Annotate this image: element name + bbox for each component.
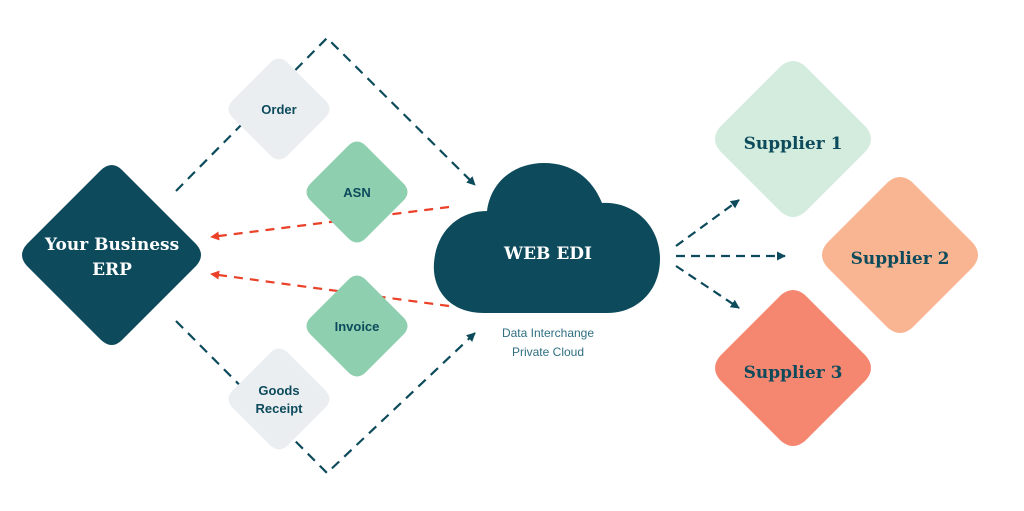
erp-node: Your Business ERP [22, 165, 201, 345]
erp-label-line2: ERP [92, 260, 132, 280]
supplier2-diamond [822, 177, 978, 333]
asn-flow-line [210, 205, 450, 241]
goods-receipt-diamond [228, 348, 330, 450]
cloud-shape [433, 163, 660, 313]
erp-diamond [22, 165, 201, 345]
supplier2-label: Supplier 2 [851, 249, 950, 269]
order-diamond [228, 58, 330, 160]
cloud-caption-line2: Private Cloud [512, 345, 584, 359]
goods-receipt-label-line1: Goods [258, 383, 299, 398]
asn-label: ASN [343, 185, 370, 200]
web-edi-cloud: WEB EDI [433, 163, 660, 313]
supplier2-node: Supplier 2 [822, 177, 978, 333]
cloud-title: WEB EDI [503, 244, 592, 264]
goods-receipt-label-line2: Receipt [256, 401, 304, 416]
supplier1-label: Supplier 1 [744, 134, 843, 154]
invoice-flow-line [210, 270, 450, 308]
supplier1-node: Supplier 1 [715, 61, 871, 217]
asn-diamond [306, 141, 408, 243]
invoice-diamond [306, 275, 408, 377]
goods-receipt-node: Goods Receipt [228, 348, 330, 450]
supplier1-diamond [715, 61, 871, 217]
supplier3-diamond [715, 290, 871, 446]
supplier3-flow-line [675, 265, 740, 309]
invoice-node: Invoice [306, 275, 408, 377]
erp-label-line1: Your Business [44, 235, 179, 255]
order-label: Order [261, 102, 296, 117]
invoice-label: Invoice [335, 319, 380, 334]
asn-node: ASN [306, 141, 408, 243]
supplier3-node: Supplier 3 [715, 290, 871, 446]
order-node: Order [228, 58, 330, 160]
goods-receipt-flow-line [175, 320, 476, 475]
supplier1-flow-line [675, 199, 740, 247]
order-flow-line [175, 36, 476, 192]
supplier3-label: Supplier 3 [744, 363, 843, 383]
cloud-caption-line1: Data Interchange [502, 326, 594, 340]
